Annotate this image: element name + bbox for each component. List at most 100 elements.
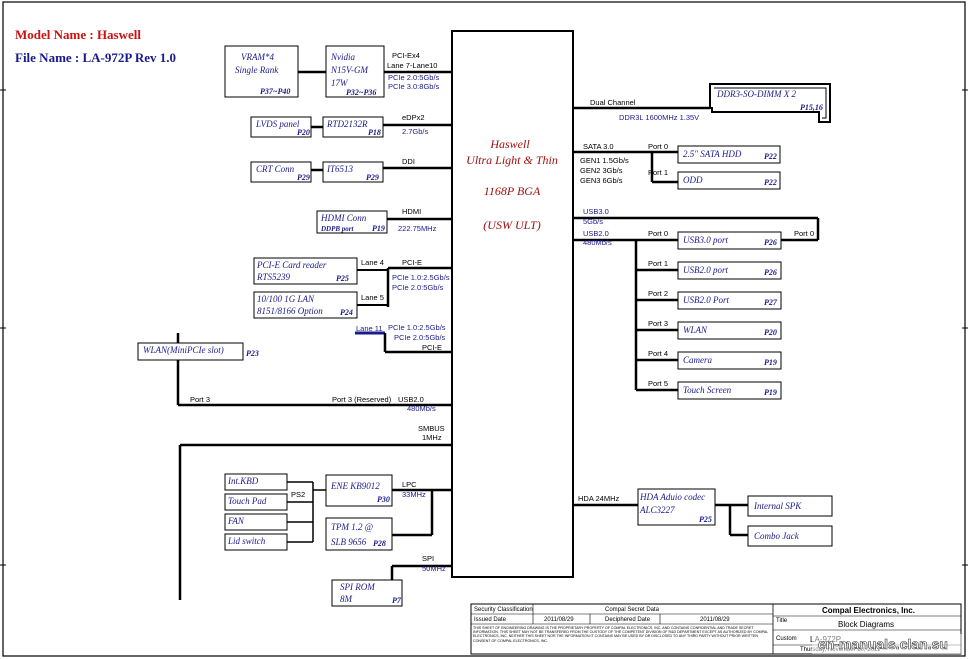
usb20-port-b-label: USB2.0 Port (683, 295, 729, 305)
smbus-rate-label: 1MHz (422, 433, 442, 442)
usb20-bus-label: USB2.0 (398, 395, 424, 404)
usb20-port-b-block (677, 291, 782, 310)
nvidia-page: P32~P36 (346, 88, 376, 97)
pcie20-a-label: PCIe 2.0:5Gb/s (392, 283, 444, 292)
pcie-e2-label: PCI-E (422, 343, 442, 352)
cpu-subtitle: Ultra Light & Thin (466, 153, 558, 167)
nvidia-label: Nvidia (330, 52, 355, 62)
wlan-block (677, 321, 782, 340)
combo-jack-label: Combo Jack (754, 531, 800, 541)
lane4-label: Lane 4 (361, 258, 384, 267)
odd-block (677, 171, 781, 190)
sata-port1-label: Port 1 (648, 168, 668, 177)
ene-label: ENE KB9012 (330, 481, 380, 491)
usb20-rate-label: 480Mb/s (407, 404, 436, 413)
hda-codec-page: P25 (699, 515, 712, 524)
wlan-slot-block (137, 342, 244, 361)
pcie-x4-label: PCI-Ex4 (392, 51, 420, 60)
internal-spk-block (747, 495, 833, 517)
it6513-label: IT6513 (326, 164, 354, 174)
lpc-rate-label: 33MHz (402, 490, 426, 499)
spi-rom-block (331, 579, 403, 607)
pcie20-b-label: PCIe 2.0:5Gb/s (394, 333, 446, 342)
ddr-label: DDR3-SO-DIMM X 2 (716, 89, 796, 99)
usb-port1-label: Port 1 (648, 259, 668, 268)
gen3-label: GEN3 6Gb/s (580, 176, 623, 185)
edp-rate-label: 2.7Gb/s (402, 127, 429, 136)
hdd-block (677, 145, 781, 164)
rtd2132r-block (322, 116, 384, 138)
hdd-label: 2.5" SATA HDD (683, 149, 742, 159)
camera-page: P19 (764, 358, 777, 367)
doc-title: Block Diagrams (838, 620, 894, 629)
usb-port0-label: Port 0 (648, 229, 668, 238)
vram-page: P37~P40 (260, 87, 290, 96)
title-field-label: Title (776, 618, 788, 624)
crt-page: P29 (297, 173, 310, 182)
card-reader-label: PCI-E Card reader (256, 260, 327, 270)
hdmi-rate-label: 222.75MHz (398, 224, 437, 233)
dual-channel-label: Dual Channel (590, 98, 636, 107)
lan-block (253, 291, 358, 319)
odd-page: P22 (764, 178, 777, 187)
lan-chip: 8151/8166 Option (257, 306, 323, 316)
combo-jack-block (747, 525, 833, 547)
touch-screen-page: P19 (764, 388, 777, 397)
usb20-rate2-label: 480Mb/s (583, 238, 612, 247)
nvidia-tdp: 17W (331, 78, 349, 88)
usb-port2-label: Port 2 (648, 289, 668, 298)
deciphered-date: 2011/08/29 (700, 617, 730, 623)
usb20-bus2-label: USB2.0 (583, 229, 609, 238)
usb20-port-b-page: P27 (764, 298, 778, 307)
rtd-page: P18 (368, 128, 381, 137)
pcie20-label: PCIe 2.0:5Gb/s (388, 73, 440, 82)
lane11-label: Lane 11 (356, 324, 383, 333)
usb-port5-label: Port 5 (648, 379, 668, 388)
wlan-label: WLAN (683, 325, 708, 335)
lan-page: P24 (340, 308, 353, 317)
tpm-page: P28 (373, 539, 386, 548)
it6513-block (322, 161, 384, 183)
port3-label: Port 3 (190, 395, 210, 404)
lvds-label: LVDS panel (255, 119, 300, 129)
hdmi-label: HDMI Conn (320, 213, 367, 223)
ene-kb9012-block (325, 474, 393, 507)
sata-label: SATA 3.0 (583, 142, 614, 151)
spi-rom-size: 8M (340, 594, 353, 604)
hdmi-port: DDPB port (320, 225, 355, 233)
legal-notice: THIS SHEET OF ENGINEERING DRAWING IS THE… (473, 626, 768, 643)
edpx2-label: eDPx2 (402, 113, 425, 122)
pcie-e-label: PCI-E (402, 258, 422, 267)
gen2-label: GEN2 3Gb/s (580, 166, 623, 175)
lvds-page: P20 (297, 128, 310, 137)
tpm-block (325, 517, 393, 551)
file-name-label: File Name : LA-972P Rev 1.0 (15, 50, 177, 65)
usb-port0-right-label: Port 0 (794, 229, 814, 238)
issued-label: Issued Date (474, 617, 507, 623)
touchpad-label: Touch Pad (228, 496, 267, 506)
usb20-port-a-label: USB2.0 port (683, 265, 728, 275)
usb30-rate-label: 5Gb/s (583, 217, 603, 226)
tpm-chip: SLB 9656 (331, 537, 367, 547)
tpm-label: TPM 1.2 @ (331, 522, 373, 532)
wlan-slot-page: P23 (246, 349, 259, 358)
cpu-package: 1168P BGA (484, 184, 541, 198)
wlan-page: P20 (764, 328, 777, 337)
usb20-port-a-block (677, 261, 782, 280)
ddr-page: P15,16 (800, 103, 823, 112)
crt-conn-block (250, 161, 312, 183)
hdmi-page: P19 (372, 224, 385, 233)
deciphered-label: Deciphered Date (605, 617, 651, 623)
int-kbd-label: Int.KBD (227, 476, 259, 486)
touch-screen-block (677, 381, 782, 400)
hdd-page: P22 (764, 152, 777, 161)
usb20-port-a-page: P26 (764, 268, 777, 277)
watermark-text: en-manuals.clan.su (818, 636, 948, 652)
spi-rate-label: 50MHz (422, 564, 446, 573)
cpu-variant: (USW ULT) (483, 218, 540, 232)
vram-rank: Single Rank (235, 65, 279, 75)
card-reader-page: P25 (336, 274, 349, 283)
rtd-label: RTD2132R (326, 119, 368, 129)
hda-label: HDA 24MHz (578, 494, 620, 503)
model-name-label: Model Name : Haswell (15, 27, 142, 42)
